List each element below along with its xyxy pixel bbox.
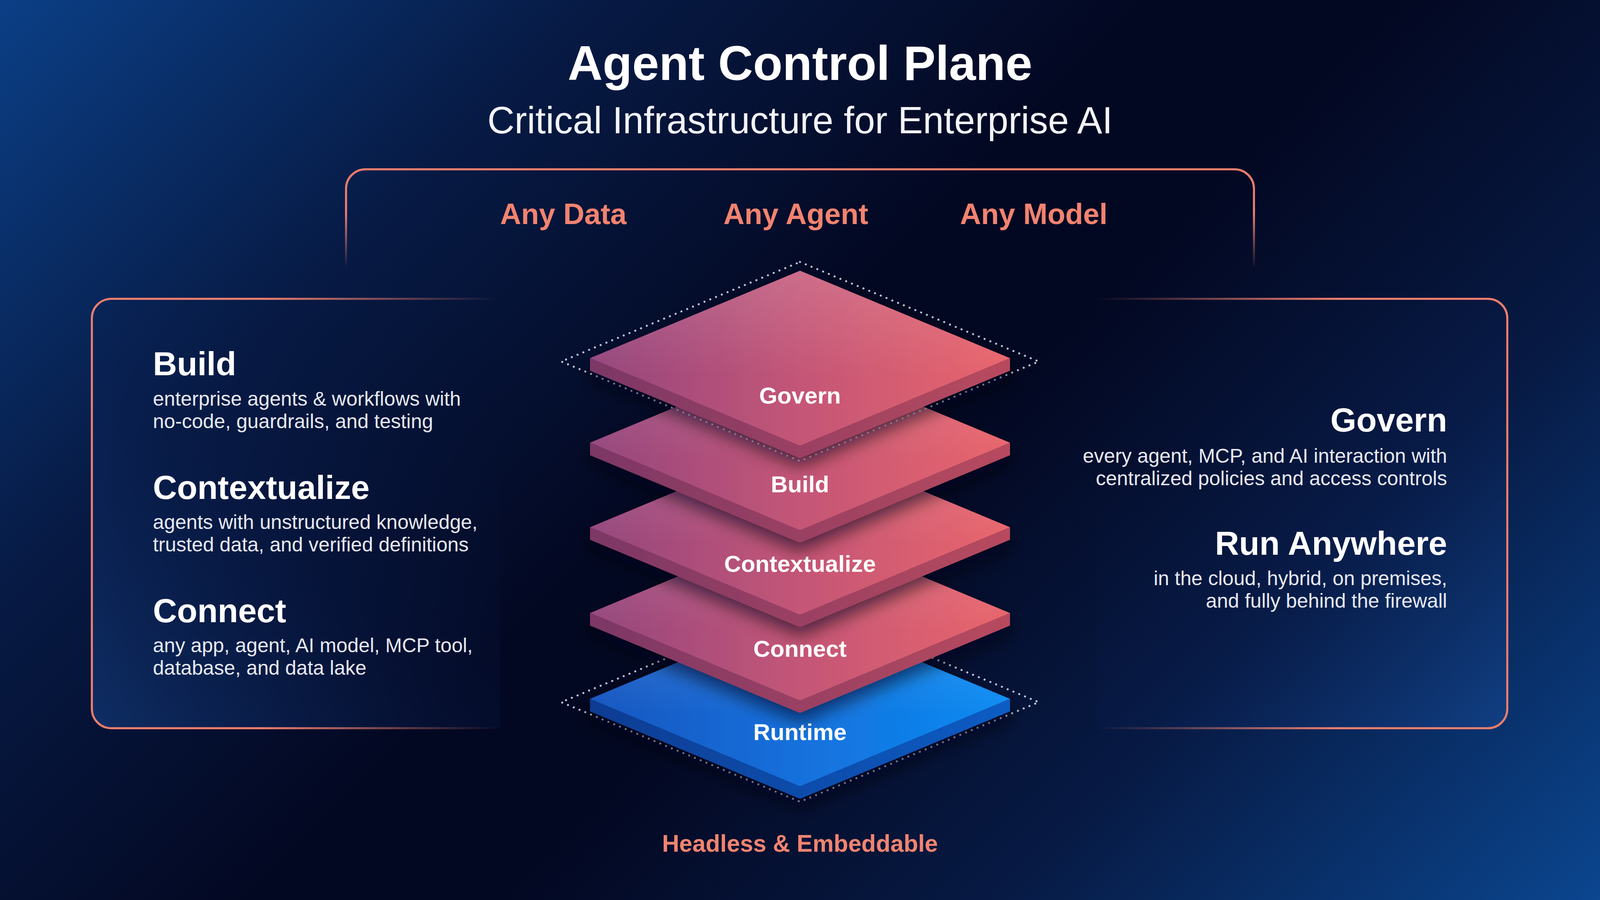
capability-panel: Governevery agent, MCP, and AI interacti… bbox=[1097, 297, 1509, 730]
layer-face bbox=[590, 611, 1010, 787]
capability-description: agents with unstructured knowledge, trus… bbox=[152, 511, 491, 557]
layer-label: Runtime bbox=[753, 720, 847, 745]
capability-panel: Build enterprise agents & workflows with … bbox=[90, 297, 500, 730]
layer-label: Connect bbox=[753, 637, 847, 661]
capability-heading: Contextualize bbox=[152, 471, 370, 505]
capability-description: any app, agent, AI model, MCP tool, data… bbox=[152, 634, 491, 680]
diagram-title: Agent Control Plane bbox=[567, 39, 1033, 88]
dotted-frame bbox=[561, 602, 1039, 803]
capability-description: every agent, MCP, and AI interaction wit… bbox=[1063, 445, 1448, 490]
layer-label: Build bbox=[770, 472, 830, 497]
stack-layer-outline bbox=[561, 250, 1039, 475]
scope-label: Any Agent bbox=[723, 199, 868, 229]
layer-slab bbox=[590, 611, 1010, 800]
scope-label: Any Data bbox=[500, 199, 627, 229]
layer-label: Contextualize bbox=[724, 552, 876, 576]
capability-heading: Build bbox=[152, 347, 237, 381]
capability-description: in the cloud, hybrid, on premises, and f… bbox=[1138, 567, 1448, 613]
capability-heading: Govern bbox=[1330, 403, 1448, 438]
capability-heading: Connect bbox=[152, 594, 287, 628]
scope-bracket: Any Data Any Agent Any Model bbox=[345, 168, 1255, 269]
panel-fill bbox=[1097, 299, 1508, 729]
panel-fill bbox=[92, 299, 501, 729]
layer-highlight bbox=[590, 611, 1010, 787]
capability-description: enterprise agents & workflows with no-co… bbox=[152, 387, 491, 433]
bracket-outline bbox=[346, 169, 1255, 269]
capability-heading: Run Anywhere bbox=[1215, 527, 1448, 561]
layer-label: Govern bbox=[759, 384, 841, 408]
footer-note: Headless & Embeddable bbox=[662, 832, 938, 856]
subtitle-text: Critical Infrastructure for Enterprise A… bbox=[487, 101, 1113, 140]
panel-border bbox=[1097, 299, 1508, 729]
panel-border bbox=[92, 299, 501, 729]
capability-panel-outline bbox=[1097, 297, 1509, 730]
scope-label: Any Model bbox=[960, 199, 1108, 229]
stack-layer: Govern bbox=[561, 250, 1039, 475]
